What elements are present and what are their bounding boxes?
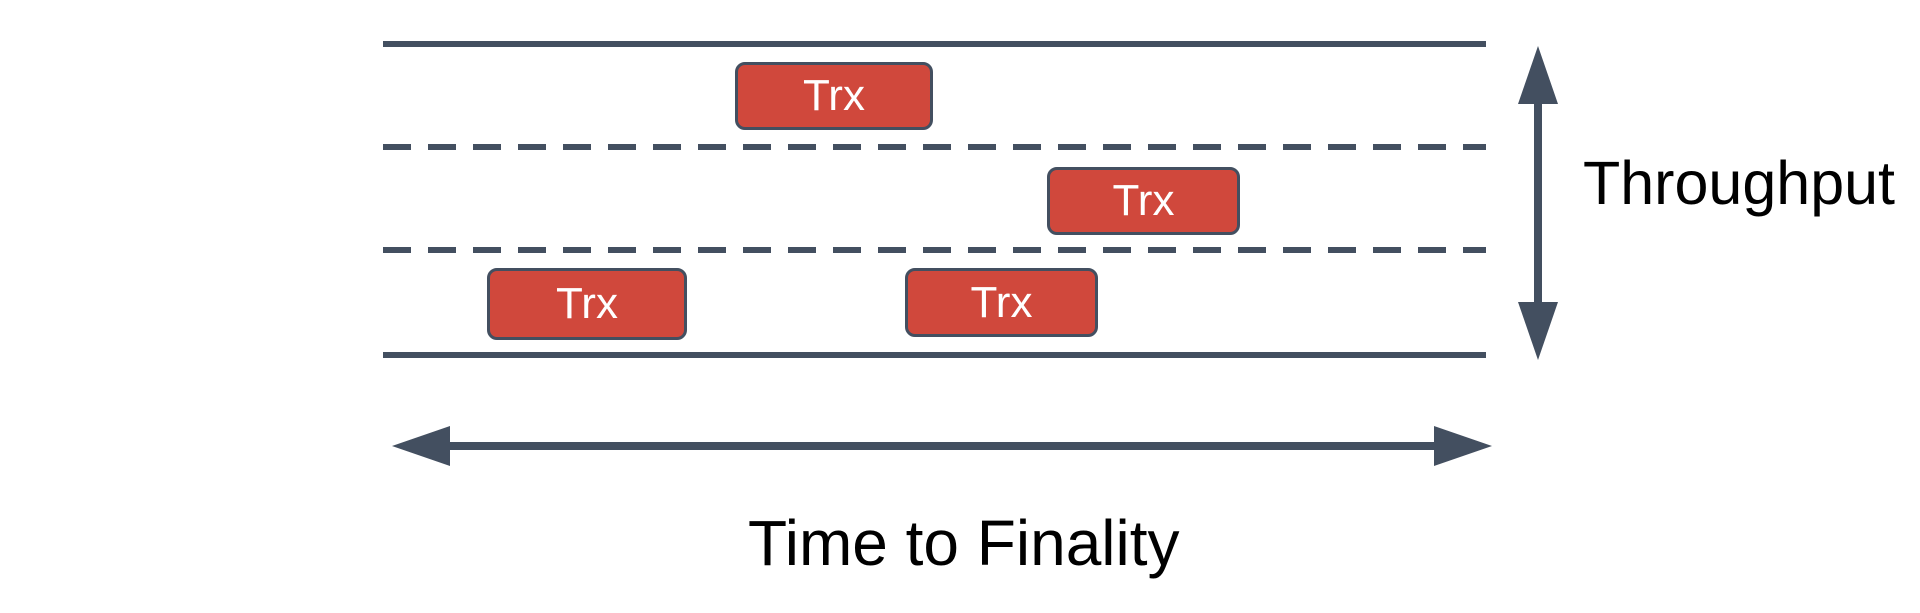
- lane-top-line: [383, 41, 1486, 47]
- lane-divider-1: [383, 144, 1486, 150]
- trx-box-4: Trx: [905, 268, 1098, 337]
- lane-divider-2: [383, 247, 1486, 253]
- lane-bottom-line: [383, 352, 1486, 358]
- time-axis-double-arrow-icon: [392, 426, 1492, 466]
- trx-box-1: Trx: [735, 62, 933, 130]
- trx-box-label: Trx: [970, 277, 1033, 327]
- trx-box-label: Trx: [803, 71, 865, 120]
- throughput-double-arrow-icon: [1518, 46, 1558, 360]
- trx-box-label: Trx: [556, 279, 618, 328]
- trx-box-2: Trx: [1047, 167, 1240, 235]
- trx-box-3: Trx: [487, 268, 687, 340]
- time-to-finality-label: Time to Finality: [748, 507, 1180, 579]
- throughput-label: Throughput: [1583, 149, 1895, 217]
- trx-box-label: Trx: [1112, 176, 1175, 225]
